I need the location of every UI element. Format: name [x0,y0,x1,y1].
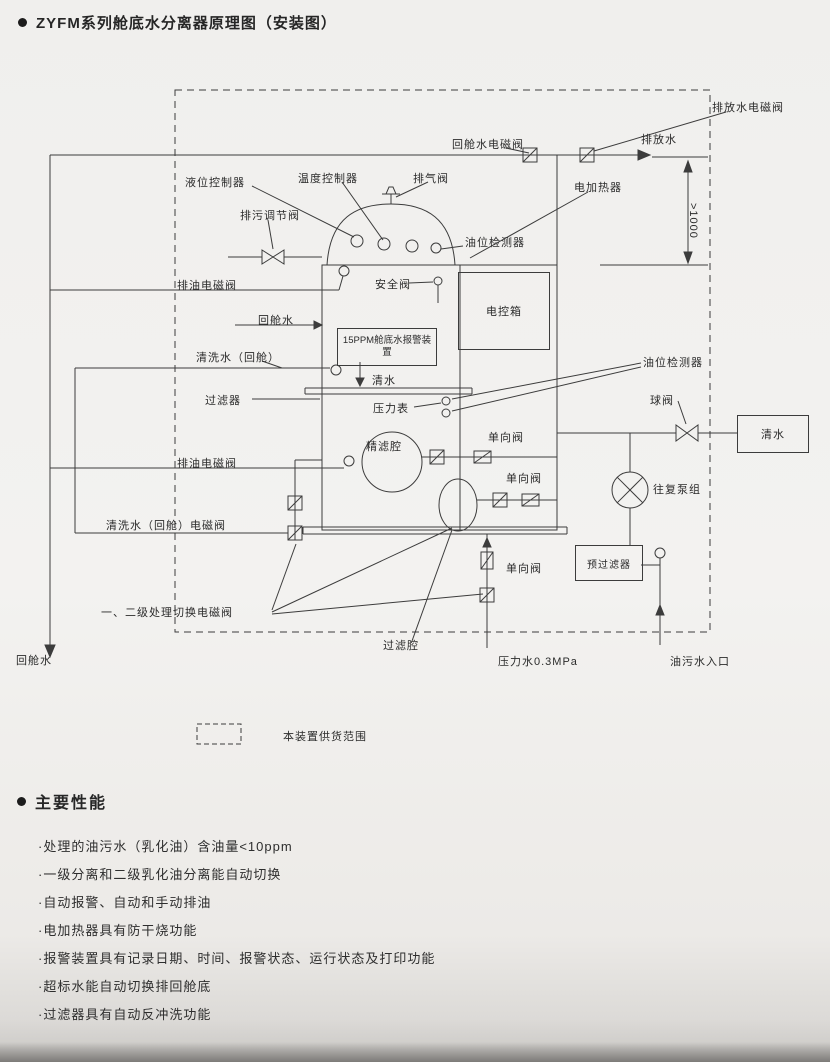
label-stage-switch-solenoid: 一、二级处理切换电磁阀 [101,607,233,619]
prefilter-label: 预过滤器 [587,559,631,571]
label-fine-filter-chamber: 精滤腔 [366,441,402,453]
label-filter: 过滤器 [205,395,241,407]
label-oily-water-inlet: 油污水入口 [670,656,730,668]
control-box: 电控箱 [458,272,550,350]
valve-symbols [261,147,699,603]
page-title-row: ZYFM系列舱底水分离器原理图（安装图） [18,12,337,33]
control-box-label: 电控箱 [486,306,522,318]
sensor-symbols [330,234,451,467]
solenoid-valve-icon [522,147,538,163]
label-pressure-water: 压力水0.3MPa [498,656,578,668]
supply-scope-boundary [174,89,711,633]
label-check-valve-1: 单向阀 [488,432,524,444]
label-return-solenoid: 回舱水电磁阀 [452,139,524,151]
pump-symbol [611,471,649,509]
regulating-valve-icon [261,249,285,265]
solenoid-valve-icon [287,525,303,541]
label-temp-controller: 温度控制器 [298,173,358,185]
label-heater: 电加热器 [574,182,622,194]
label-oil-detector-right: 油位检测器 [643,357,703,369]
feature-item: ·电加热器具有防干烧功能 [38,923,198,938]
features-list: ·处理的油污水（乳化油）含油量<10ppm ·一级分离和二级乳化油分离能自动切换… [38,836,435,1032]
label-dimension-height: >1000 [687,203,699,239]
label-oil-drain-solenoid-2: 排油电磁阀 [177,458,237,470]
label-fresh-water-mid: 清水 [372,375,396,387]
scan-bottom-edge [0,1042,830,1062]
label-pressure-gauge: 压力表 [373,403,409,415]
feature-item: ·自动报警、自动和手动排油 [38,895,212,910]
label-wash-water-solenoid: 清洗水（回舱）电磁阀 [106,520,226,532]
dimension-line [600,156,708,266]
label-vent-valve: 排气阀 [413,173,449,185]
solenoid-valve-icon [579,147,595,163]
solenoid-valve-icon [429,449,445,465]
fresh-water-box: 清水 [737,415,809,453]
fresh-water-label: 清水 [761,429,785,441]
prefilter-box: 预过滤器 [575,545,643,581]
feature-item: ·过滤器具有自动反冲洗功能 [38,1007,212,1022]
leader-lines [251,111,727,642]
label-drain-solenoid: 排放水电磁阀 [712,102,784,114]
schematic-drawing [44,89,737,745]
solenoid-valve-icon [287,495,303,511]
label-filter-chamber: 过滤腔 [383,640,419,652]
feature-item: ·超标水能自动切换排回舱底 [38,979,212,994]
legend-dashed-box [196,723,242,745]
check-valve-icon [480,551,494,570]
label-oil-drain-solenoid-1: 排油电磁阀 [177,280,237,292]
features-title: 主要性能 [35,795,108,812]
label-return-water-mid: 回舱水 [258,315,294,327]
ppm-alarm-label: 15PPM舱底水报警装置 [342,334,432,358]
label-return-water-bottom: 回舱水 [16,655,52,667]
label-check-valve-3: 单向阀 [506,563,542,575]
feature-item: ·处理的油污水（乳化油）含油量<10ppm [38,839,293,854]
solenoid-valve-icon [492,492,508,508]
bullet-icon [18,18,27,27]
features-title-row: 主要性能 [17,789,107,813]
label-legend-scope: 本装置供货范围 [283,731,367,743]
check-valve-icon [473,450,492,464]
page-title: ZYFM系列舱底水分离器原理图（安装图） [36,15,337,32]
label-check-valve-2: 单向阀 [506,473,542,485]
solenoid-valve-icon [479,587,495,603]
label-oil-detector-top: 油位检测器 [465,237,525,249]
label-level-controller: 液位控制器 [185,177,245,189]
strainer-icon [654,547,666,559]
label-drain-water: 排放水 [641,134,677,146]
ball-valve-icon [675,424,699,442]
label-pump-unit: 往复泵组 [653,484,701,496]
check-valve-icon [521,493,540,507]
label-safety-valve: 安全阀 [375,279,411,291]
feature-item: ·报警装置具有记录日期、时间、报警状态、运行状态及打印功能 [38,951,436,966]
pipework [44,149,737,659]
label-ball-valve: 球阀 [650,395,674,407]
bullet-icon [17,796,26,806]
label-wash-water: 清洗水（回舱） [196,352,280,364]
label-sewage-valve: 排污调节阀 [240,210,300,222]
feature-item: ·一级分离和二级乳化油分离能自动切换 [38,867,282,882]
ppm-alarm-box: 15PPM舱底水报警装置 [337,328,437,366]
